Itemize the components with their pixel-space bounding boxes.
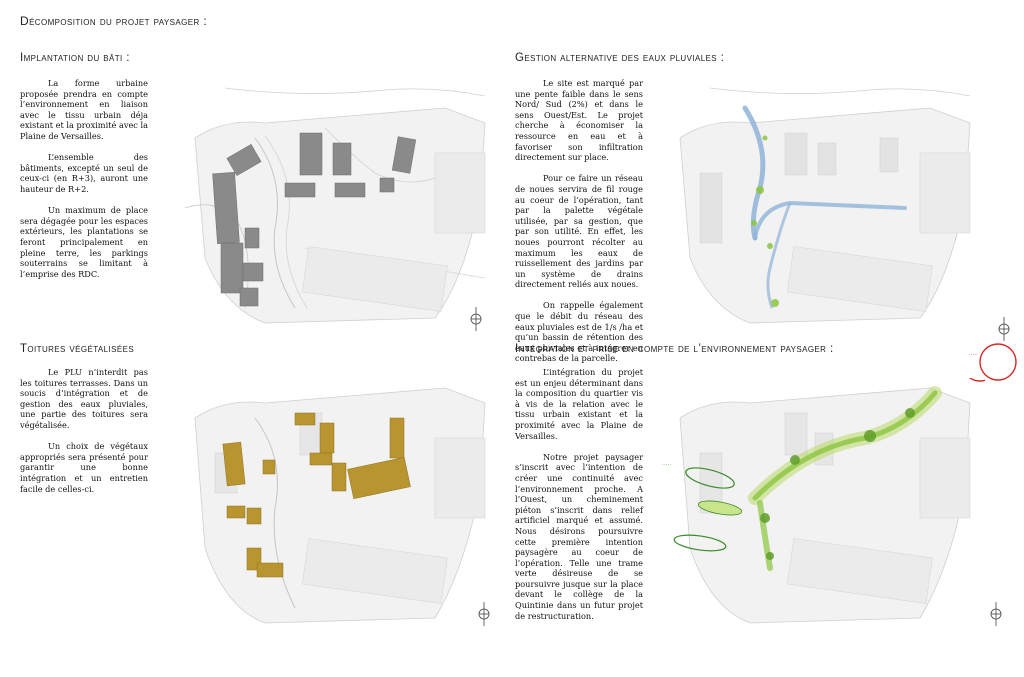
text-implantation: La forme urbaine proposée prendra en com… (20, 78, 148, 279)
paragraph: Un maximum de place sera dégagée pour le… (20, 205, 148, 279)
callout-red-annotation: ····· (968, 352, 978, 358)
site-plan-landscape (673, 378, 985, 624)
paragraph: L’intégration du projet est un enjeu dét… (515, 367, 643, 441)
paragraph: Le PLU n’interdit pas les toitures terra… (20, 367, 148, 430)
text-eaux: Le site est marqué par une pente faible … (515, 78, 643, 364)
paragraph: Notre projet paysager s’inscrit avec l’i… (515, 451, 643, 621)
red-highlight-circle (979, 343, 1017, 381)
north-arrow-icon (990, 602, 1002, 626)
page-title: Décomposition du projet paysager : (20, 14, 208, 28)
paragraph: L’ensemble des bâtiments, excepté un seu… (20, 152, 148, 194)
site-plan-green-roofs (194, 387, 486, 624)
north-arrow-icon (998, 317, 1010, 341)
heading-toitures: Toitures végétalisées (20, 343, 135, 355)
paragraph: Un choix de végétaux appropriés sera pré… (20, 441, 148, 494)
site-plan-water (679, 87, 971, 324)
north-arrow-icon (478, 602, 490, 626)
paragraph: On rappelle également que le débit du ré… (515, 300, 643, 364)
heading-implantation: Implantation du bâti : (20, 52, 130, 64)
paragraph: Pour ce faire un réseau de noues servira… (515, 173, 643, 290)
paragraph: Le site est marqué par une pente faible … (515, 78, 643, 163)
site-plan-buildings (185, 87, 486, 324)
north-arrow-icon (470, 307, 482, 331)
heading-integration: Intégration et prise en compte de l’envi… (515, 343, 834, 355)
text-toitures: Le PLU n’interdit pas les toitures terra… (20, 367, 148, 494)
paragraph: La forme urbaine proposée prendra en com… (20, 78, 148, 141)
text-integration: L’intégration du projet est un enjeu dét… (515, 367, 643, 621)
heading-eaux: Gestion alternative des eaux pluviales : (515, 52, 725, 64)
callout-green-annotation: ····· (662, 462, 672, 468)
